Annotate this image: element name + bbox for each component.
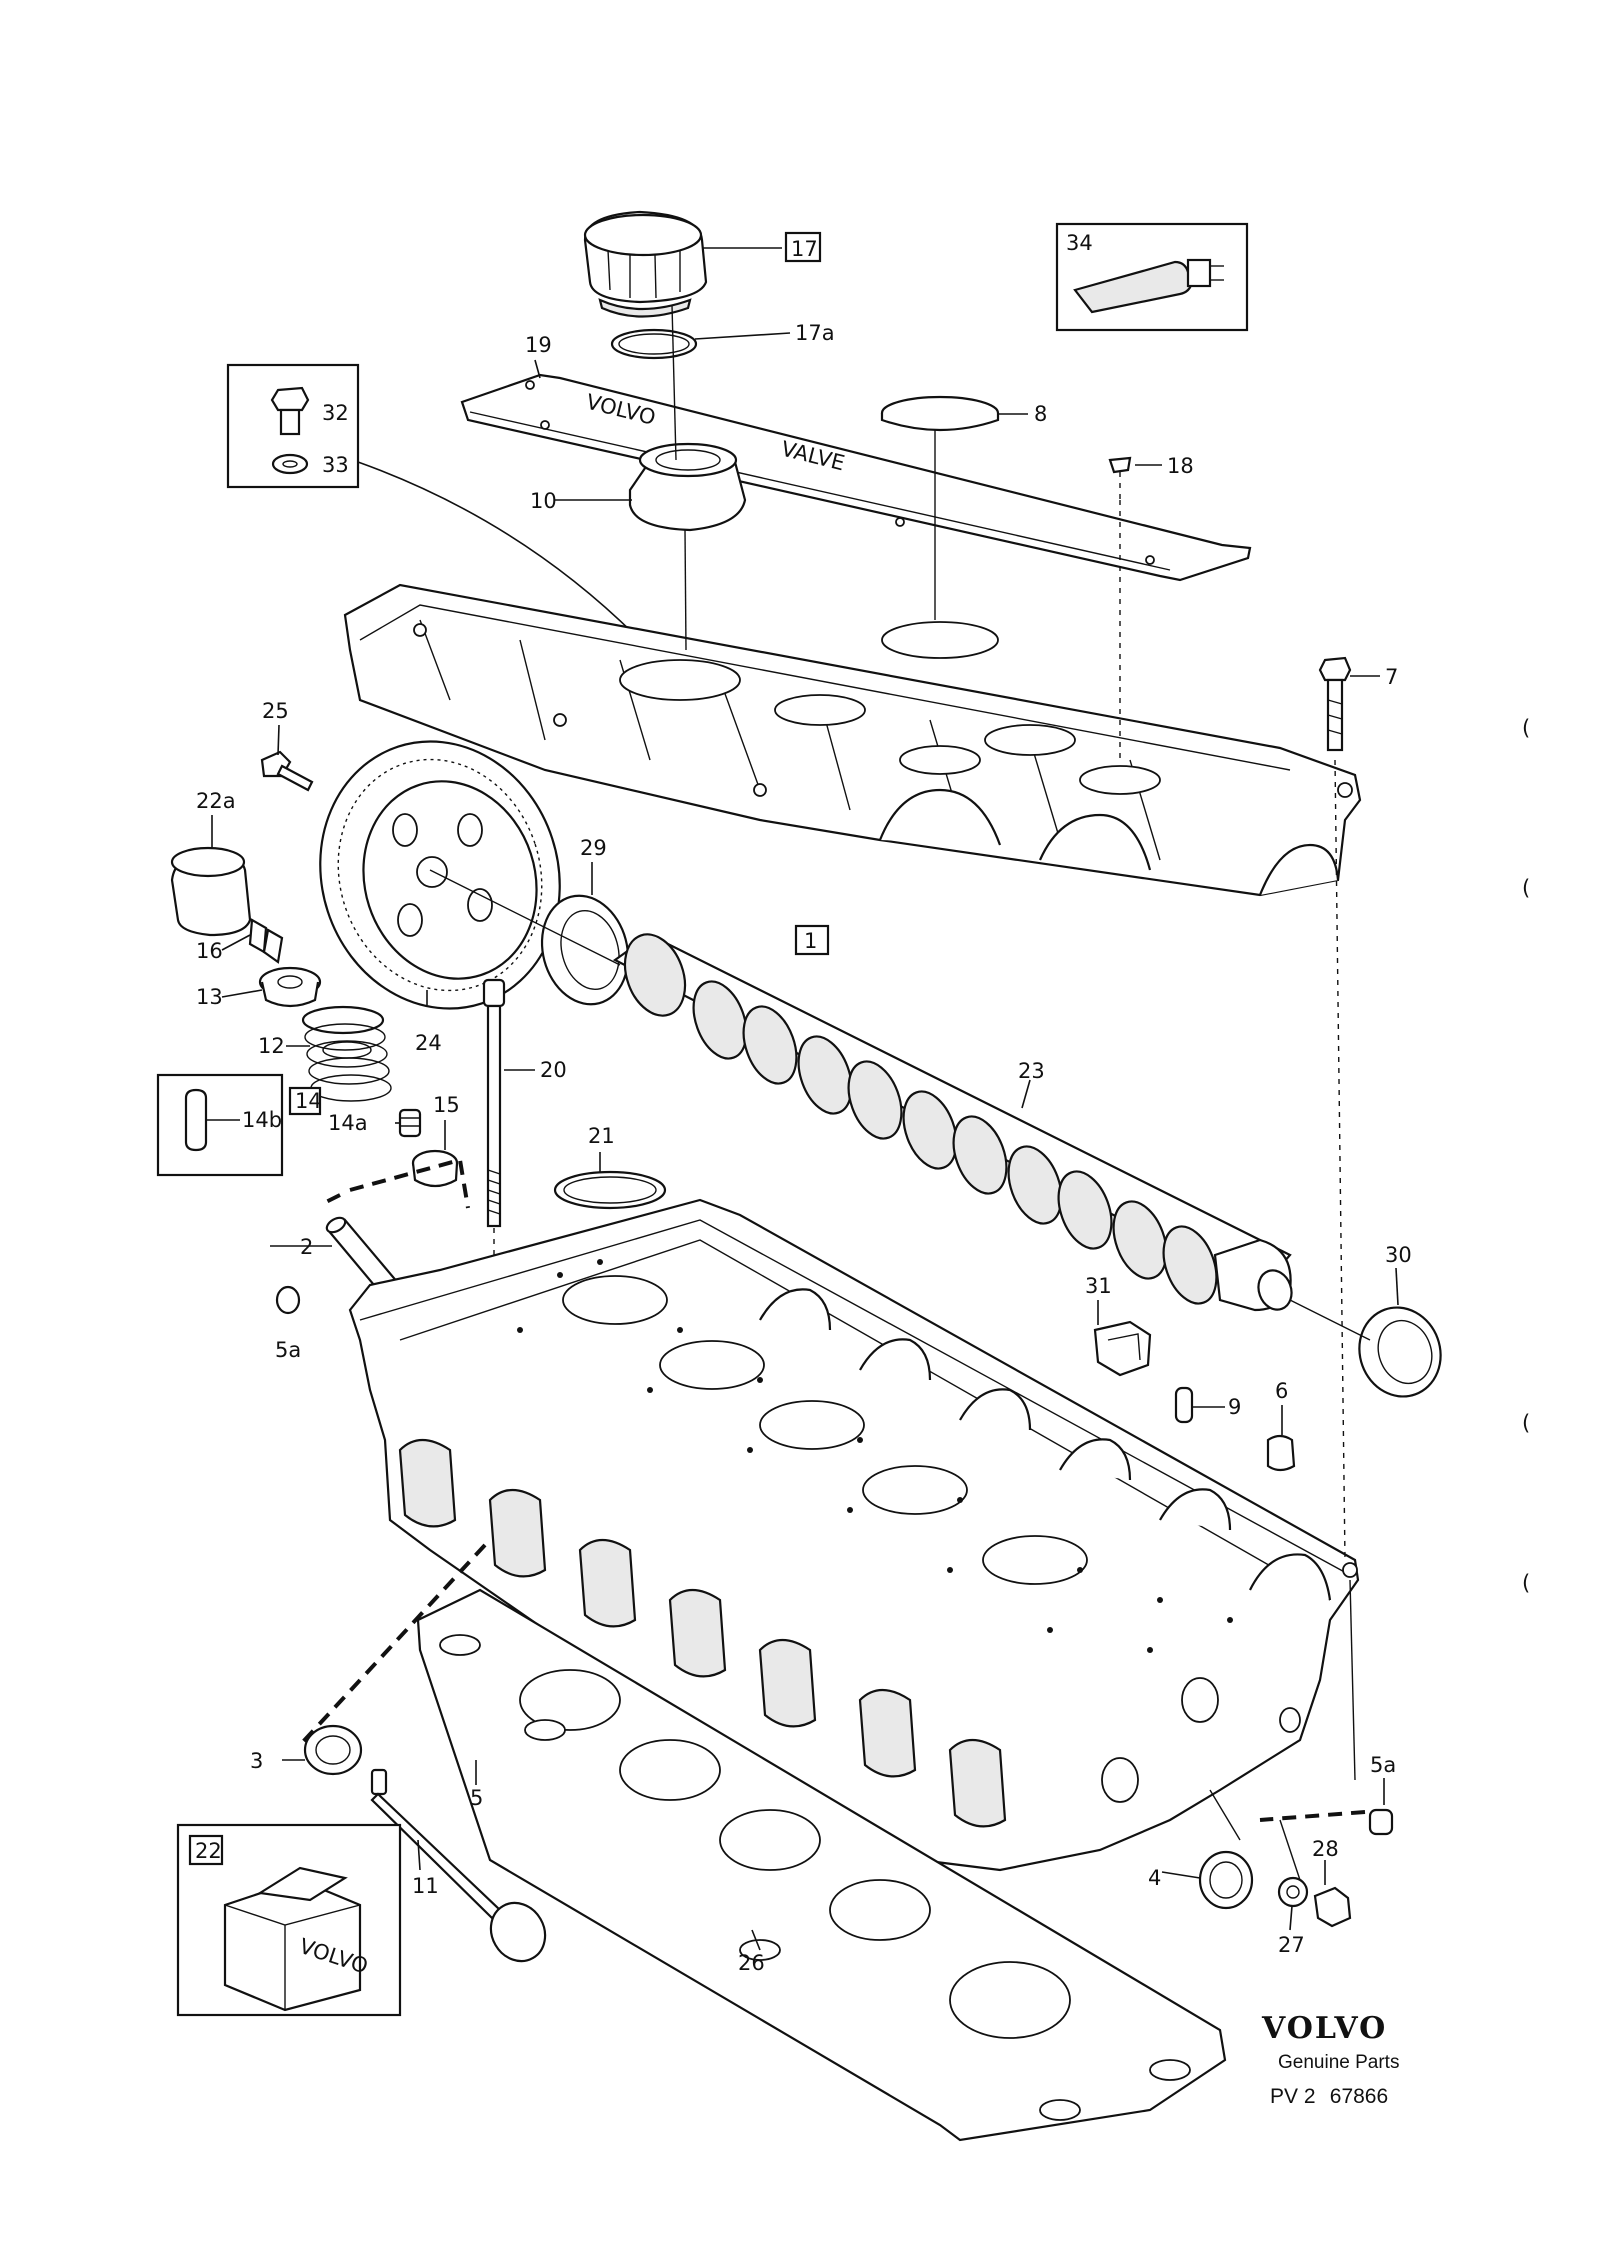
bolt-washer-box	[226, 363, 360, 489]
svg-text:(: (	[1522, 876, 1530, 900]
dashed-line-5a	[1259, 1810, 1366, 1822]
pin-9	[1174, 1386, 1194, 1424]
deck-bolt-dots	[517, 1259, 1233, 1653]
valve-stem-seal	[398, 1108, 422, 1138]
label-29: 29	[580, 836, 607, 860]
margin-marks: ( ( ( (	[1522, 716, 1530, 1595]
leader-lines	[206, 247, 1399, 1951]
dowel-5a-left	[275, 1285, 301, 1315]
label-28: 28	[1312, 1837, 1339, 1861]
label-25: 25	[262, 699, 289, 723]
label-34: 34	[1066, 231, 1093, 255]
footer-branding: VOLVO Genuine Parts PV 2 67866	[1261, 2011, 1399, 2108]
label-31: 31	[1085, 1274, 1112, 1298]
plug-4	[1198, 1850, 1254, 1910]
plug-6	[1266, 1434, 1296, 1472]
label-17a: 17a	[795, 321, 835, 345]
camshaft-housing	[343, 583, 1362, 897]
spring-seat	[411, 1149, 459, 1188]
hydraulic-tappet	[170, 846, 252, 937]
brand-subtitle: Genuine Parts	[1278, 2052, 1399, 2073]
guide-box-14b	[156, 1073, 284, 1177]
washer-27	[1277, 1876, 1309, 1908]
o-ring-21	[553, 1170, 667, 1210]
valve-11	[370, 1768, 547, 1963]
dowel-5a-right	[1368, 1808, 1394, 1836]
brand-logo: VOLVO	[1261, 2011, 1387, 2046]
box-14	[288, 1086, 322, 1116]
label-24: 24	[415, 1031, 442, 1055]
label-7: 7	[1385, 665, 1398, 689]
small-screw	[1108, 456, 1132, 500]
label-4: 4	[1148, 1866, 1161, 1890]
label-30: 30	[1385, 1243, 1412, 1267]
label-1: 1	[804, 929, 817, 953]
valve-spring	[301, 1005, 392, 1102]
label-9: 9	[1228, 1395, 1241, 1419]
label-5: 5	[470, 1786, 483, 1810]
cylinder-head	[348, 1198, 1360, 1872]
label-17: 17	[791, 237, 818, 261]
label-14b: 14b	[242, 1108, 282, 1132]
diagram-code: PV 2 67866	[1270, 2085, 1388, 2108]
label-14: 14	[295, 1089, 322, 1113]
camshaft	[612, 933, 1293, 1312]
svg-text:(: (	[1522, 1411, 1530, 1435]
label-32: 32	[322, 401, 349, 425]
sprocket-bolt	[260, 750, 314, 792]
label-2: 2	[300, 1235, 313, 1259]
box-1	[794, 924, 830, 956]
cover-bolt	[1318, 656, 1352, 752]
label-13: 13	[196, 985, 223, 1009]
label-22a: 22a	[196, 789, 236, 813]
plug-bolt-28	[1313, 1886, 1352, 1928]
label-15: 15	[433, 1093, 460, 1117]
box-17	[784, 231, 822, 263]
seal-3	[303, 1724, 363, 1776]
box-32-leader	[357, 461, 641, 641]
oil-filler-cap	[583, 210, 708, 318]
round-plug	[880, 395, 1000, 432]
head-gasket	[416, 1588, 1227, 2142]
label-11: 11	[412, 1874, 439, 1898]
part-labels: 17 17a 34 19 8 32 33 10 18 7 25 22a 29 1…	[195, 231, 1412, 1975]
label-33: 33	[322, 453, 349, 477]
label-8: 8	[1034, 402, 1047, 426]
svg-text:(: (	[1522, 716, 1530, 740]
sealant-tube-box	[1055, 222, 1249, 332]
label-23: 23	[1018, 1059, 1045, 1083]
label-21: 21	[588, 1124, 615, 1148]
camshaft-front-seal	[540, 894, 630, 1006]
valve-dashed-group-line	[349, 1157, 470, 1209]
label-27: 27	[1278, 1933, 1305, 1957]
gasket-kit-box: VOLVO	[176, 1823, 402, 2017]
label-20: 20	[540, 1058, 567, 1082]
label-16: 16	[196, 939, 223, 963]
label-10: 10	[530, 489, 557, 513]
o-ring-17a	[610, 328, 698, 360]
camshaft-cap-31	[1093, 1320, 1152, 1377]
label-3: 3	[250, 1749, 263, 1773]
label-6: 6	[1275, 1379, 1288, 1403]
spring-retainer	[258, 966, 322, 1008]
label-22: 22	[195, 1839, 222, 1863]
valve-keys	[248, 918, 284, 964]
label-5a-left: 5a	[275, 1338, 301, 1362]
label-19: 19	[525, 333, 552, 357]
filler-neck-seal	[628, 442, 747, 532]
svg-text:(: (	[1522, 1571, 1530, 1595]
label-14a: 14a	[328, 1111, 368, 1135]
head-bolt	[482, 978, 506, 1290]
label-12: 12	[258, 1034, 285, 1058]
label-26: 26	[738, 1951, 765, 1975]
cover-plate: VOLVO VALVE	[460, 373, 1252, 582]
label-5a-right: 5a	[1370, 1753, 1396, 1777]
assembly-lines	[429, 304, 1371, 1881]
label-18: 18	[1167, 454, 1194, 478]
box-22	[188, 1834, 224, 1866]
camshaft-rear-seal	[1358, 1306, 1442, 1398]
